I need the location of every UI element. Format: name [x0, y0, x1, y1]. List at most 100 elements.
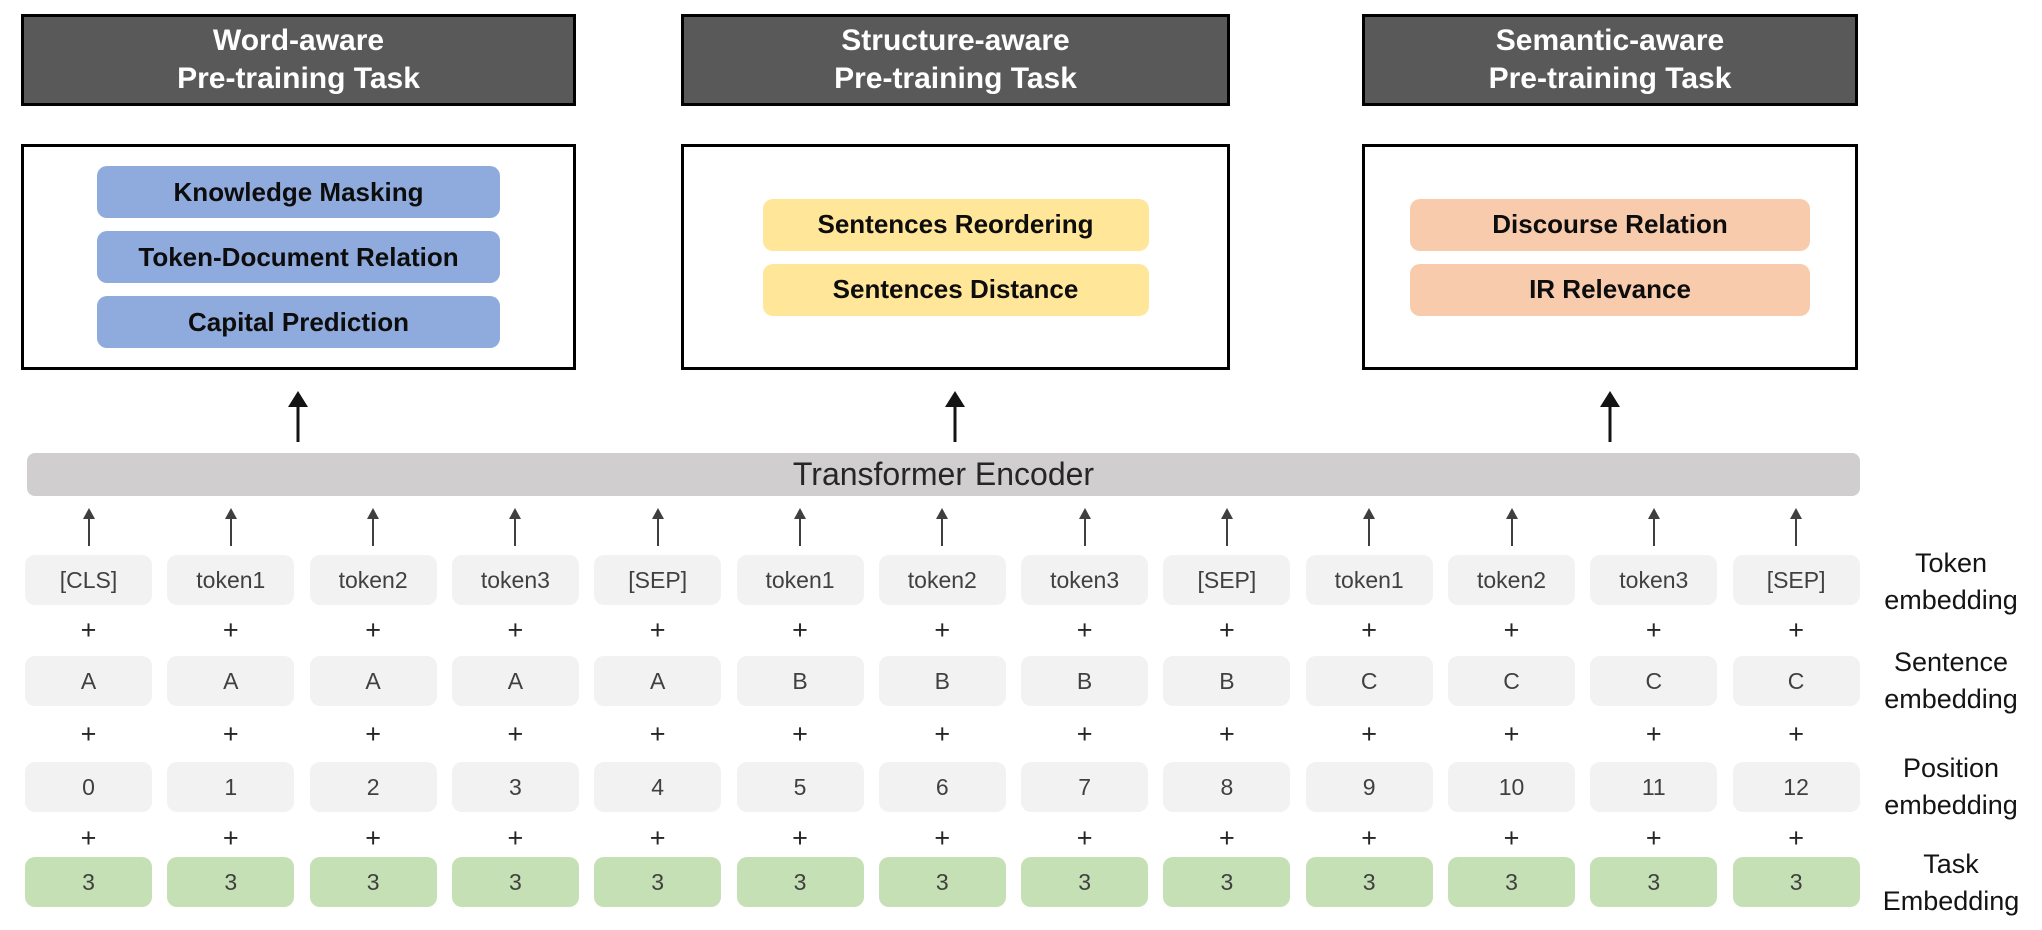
input-arrow-icon [1361, 508, 1377, 546]
arrow-shaft [1652, 517, 1655, 546]
transformer-encoder-bar: Transformer Encoder [27, 453, 1860, 496]
token-cell: token2 [878, 555, 1006, 605]
plus-sign: + [365, 719, 381, 749]
input-arrow-icon [1646, 508, 1662, 546]
arrow-shaft [1510, 517, 1513, 546]
up-arrow-icon [287, 391, 309, 442]
word-aware-header: Word-aware Pre-training Task [21, 14, 576, 106]
sentence-cell: A [309, 656, 437, 706]
task-cell: 3 [736, 857, 864, 907]
input-arrow-icon [792, 508, 808, 546]
row-label-line: Token [1914, 548, 1988, 578]
position-cell: 9 [1305, 762, 1433, 812]
token-cell: token2 [309, 555, 437, 605]
plus-sign: + [80, 823, 97, 853]
plus-sign: + [1645, 615, 1662, 645]
task-cell: 3 [1448, 857, 1575, 907]
row-label-line: Position [1902, 753, 2000, 783]
header-line: Word-aware [212, 24, 385, 57]
position-cell: 2 [309, 762, 437, 812]
plus-sign: + [1645, 719, 1662, 749]
task-pill: Token-Document Relation [97, 231, 500, 283]
input-arrow-icon [1788, 508, 1804, 546]
position-cell: 4 [594, 762, 722, 812]
arrow-shaft [941, 517, 944, 546]
arrow-shaft [953, 404, 957, 442]
position-cell: 6 [878, 762, 1006, 812]
token-cell: [SEP] [594, 555, 722, 605]
plus-sign: + [1219, 823, 1235, 853]
arrow-head-icon [1647, 508, 1660, 519]
input-arrow-icon [81, 508, 97, 546]
arrow-shaft [514, 517, 517, 546]
arrow-head-icon [1078, 508, 1091, 519]
plus-sign: + [80, 719, 97, 749]
task-cell: 3 [1021, 857, 1149, 907]
header-line: Pre-training Task [834, 62, 1077, 95]
task-cell: 3 [1163, 857, 1291, 907]
arrow-head-icon [82, 508, 95, 519]
position-cell: 12 [1732, 762, 1860, 812]
plus-sign: + [1076, 719, 1093, 749]
header-line: Semantic-aware [1495, 24, 1725, 57]
token-cell: token3 [451, 555, 579, 605]
arrow-shaft [656, 517, 659, 546]
arrow-shaft [372, 517, 375, 546]
task-pill: Discourse Relation [1410, 198, 1810, 251]
sentence-cell: B [878, 656, 1006, 706]
arrow-head-icon [1363, 508, 1376, 519]
up-arrow-icon [1599, 391, 1621, 442]
input-arrow-icon [650, 508, 666, 546]
arrow-head-icon [367, 508, 380, 519]
task-pill: Knowledge Masking [97, 166, 500, 218]
input-arrow-icon [1219, 508, 1235, 546]
up-arrow-icon [944, 391, 966, 442]
token-cell: [CLS] [25, 555, 152, 605]
plus-sign: + [222, 615, 239, 645]
task-cell: 3 [309, 857, 437, 907]
position-cell: 1 [167, 762, 295, 812]
task-pill: IR Relevance [1410, 263, 1810, 316]
arrow-head-icon [651, 508, 664, 519]
task-cell: 3 [167, 857, 295, 907]
input-arrow-icon [1504, 508, 1520, 546]
plus-sign: + [792, 719, 808, 749]
sentence-cell: B [736, 656, 864, 706]
task-cell: 3 [878, 857, 1006, 907]
plus-sign: + [934, 823, 951, 853]
plus-sign: + [1788, 719, 1804, 749]
plus-sign: + [649, 823, 666, 853]
arrow-shaft [1368, 517, 1371, 546]
input-arrow-icon [934, 508, 950, 546]
sentence-cell: A [167, 656, 295, 706]
plus-sign: + [649, 719, 666, 749]
task-cell: 3 [1305, 857, 1433, 907]
position-cell: 8 [1163, 762, 1291, 812]
token-cell: token1 [167, 555, 295, 605]
semantic-aware-header: Semantic-aware Pre-training Task [1362, 14, 1858, 106]
arrow-shaft [296, 404, 300, 442]
arrow-shaft [799, 517, 801, 546]
plus-sign: + [792, 823, 808, 853]
arrow-shaft [229, 517, 232, 546]
row-label-line: embedding [1884, 684, 2018, 714]
token-cell: [SEP] [1163, 555, 1291, 605]
plus-sign: + [222, 823, 239, 853]
plus-sign: + [1788, 823, 1804, 853]
sentence-cell: C [1448, 656, 1575, 706]
row-label-line: Task [1923, 849, 1979, 879]
task-cell: 3 [1590, 857, 1718, 907]
arrow-head-icon [1505, 508, 1518, 519]
arrow-shaft [87, 517, 90, 546]
token-cell: token3 [1590, 555, 1718, 605]
plus-sign: + [934, 615, 951, 645]
plus-sign: + [649, 615, 666, 645]
plus-sign: + [1361, 823, 1378, 853]
plus-sign: + [222, 719, 239, 749]
task-pill: Capital Prediction [97, 296, 500, 348]
input-arrow-icon [365, 508, 381, 546]
sentence-cell: A [594, 656, 722, 706]
